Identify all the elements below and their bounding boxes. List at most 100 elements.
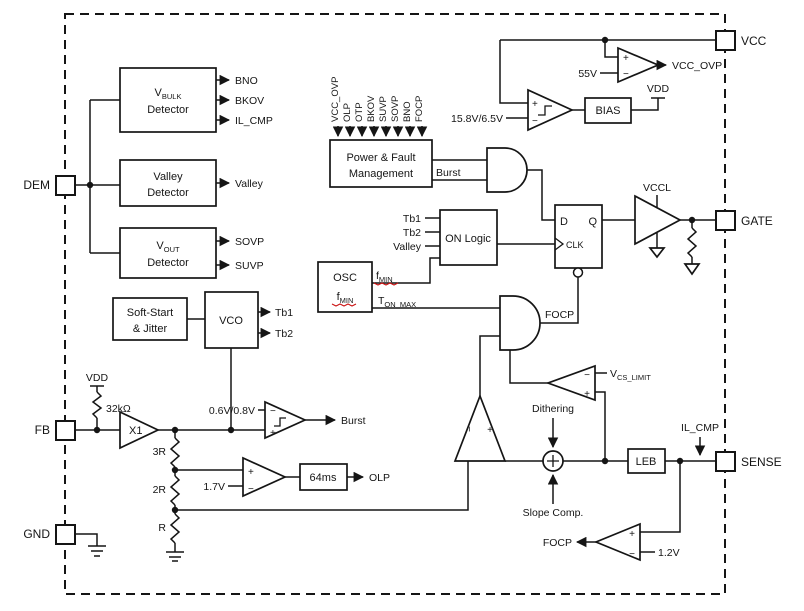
blocks-group bbox=[112, 67, 666, 491]
label-vdd-fb: VDD bbox=[86, 372, 109, 384]
label-dithering: Dithering bbox=[532, 403, 574, 415]
onlogic-label: ON Logic bbox=[445, 233, 491, 245]
resistor-2r bbox=[169, 475, 181, 506]
vco-block bbox=[204, 291, 259, 349]
signal-labels: BNO BKOV IL_CMP Valley SOVP SUVP Tb1 Tb2… bbox=[86, 60, 722, 559]
cs-limit-comparator bbox=[545, 364, 596, 402]
focp-minus: − bbox=[629, 549, 635, 560]
label-vcc-ovp-out: VCC_OVP bbox=[672, 60, 722, 72]
label-2r: 2R bbox=[153, 484, 167, 496]
summing-plus-icon bbox=[547, 455, 559, 467]
uvlo-minus: − bbox=[532, 116, 538, 127]
osc-title: OSC bbox=[333, 272, 357, 284]
label-valley: Valley bbox=[235, 178, 264, 190]
pfm-input-bkov: BKOV bbox=[366, 95, 377, 122]
pfm-input-olp: OLP bbox=[342, 103, 353, 122]
dff-q-label: Q bbox=[588, 216, 597, 228]
label-fmin-wire: fMIN bbox=[376, 270, 393, 284]
d-flipflop-block bbox=[554, 204, 603, 269]
vout-detector-block bbox=[119, 227, 217, 279]
dff-d-label: D bbox=[560, 216, 568, 228]
spellcheck-squiggle bbox=[331, 303, 357, 307]
label-vdd-bias: VDD bbox=[647, 83, 670, 95]
pfm-input-bno: BNO bbox=[402, 101, 413, 122]
junction-dots bbox=[86, 36, 696, 514]
x1-buffer bbox=[119, 410, 160, 450]
gnd-pin-ground bbox=[88, 545, 106, 557]
pwm-plus: + bbox=[487, 425, 493, 436]
label-32k: 32kΩ bbox=[106, 403, 131, 415]
olp-minus: − bbox=[248, 484, 254, 495]
polarity-marks: + − + − − + + − − + − + + − bbox=[248, 53, 635, 560]
64ms-block bbox=[299, 463, 348, 491]
burst-comparator bbox=[264, 400, 308, 440]
label-olp-out: OLP bbox=[369, 472, 390, 484]
pin-dem bbox=[55, 175, 76, 196]
pfm-input-sovp: SOVP bbox=[390, 96, 401, 122]
on-logic-block bbox=[439, 209, 498, 266]
block-labels: VBULK Detector Valley Detector VOUT Dete… bbox=[127, 87, 657, 484]
burst-plus: + bbox=[270, 428, 276, 439]
soft-start-block bbox=[112, 297, 188, 341]
label-il-cmp-sense: IL_CMP bbox=[681, 422, 719, 434]
label-1v7: 1.7V bbox=[203, 481, 225, 493]
vco-label: VCO bbox=[219, 315, 243, 327]
pin-gnd bbox=[55, 524, 76, 545]
bias-label: BIAS bbox=[595, 105, 620, 117]
pin-label-vcc: VCC bbox=[741, 34, 767, 48]
resistor-r bbox=[169, 513, 181, 544]
resistor-32k bbox=[91, 391, 103, 419]
label-suvp: SUVP bbox=[235, 260, 264, 272]
olp-plus: + bbox=[248, 467, 254, 478]
label-tb2: Tb2 bbox=[275, 328, 293, 340]
divider-ground bbox=[166, 551, 184, 562]
vcc-ovp-comparator bbox=[617, 46, 661, 84]
label-x1: X1 bbox=[129, 425, 142, 437]
ic-boundary bbox=[64, 13, 726, 595]
label-burst-pfm: Burst bbox=[436, 167, 461, 179]
pin-label-dem: DEM bbox=[23, 178, 50, 192]
label-sovp: SOVP bbox=[235, 236, 264, 248]
leb-block bbox=[627, 448, 666, 474]
label-r: R bbox=[158, 522, 166, 534]
pfm-line2: Management bbox=[349, 168, 413, 180]
focp-plus: + bbox=[629, 529, 635, 540]
resistor-group bbox=[91, 227, 698, 544]
pfm-input-otp: OTP bbox=[354, 102, 365, 122]
burst-minus: − bbox=[270, 406, 276, 417]
pin-gate bbox=[715, 210, 736, 231]
clk-wedge-icon bbox=[554, 237, 565, 251]
label-burst-out: Burst bbox=[341, 415, 366, 427]
label-ton-max: TON_MAX bbox=[378, 295, 416, 309]
label-slope-comp: Slope Comp. bbox=[523, 507, 584, 519]
label-onlogic-valley: Valley bbox=[393, 241, 422, 253]
hysteresis-icon-burst bbox=[274, 417, 286, 427]
64ms-label: 64ms bbox=[310, 472, 337, 484]
gate-driver-buffer bbox=[634, 194, 682, 246]
label-onlogic-tb1: Tb1 bbox=[403, 213, 421, 225]
valley-line1: Valley bbox=[153, 171, 183, 183]
resistor-3r bbox=[169, 437, 181, 468]
osc-fmin: fMIN bbox=[337, 291, 354, 305]
vout-word: Detector bbox=[147, 257, 189, 269]
pin-label-sense: SENSE bbox=[741, 455, 782, 469]
label-il-cmp: IL_CMP bbox=[235, 115, 273, 127]
ground-symbols bbox=[88, 247, 701, 562]
vcs-plus: + bbox=[584, 389, 590, 400]
driver-ground bbox=[648, 247, 666, 259]
pin-label-fb: FB bbox=[35, 423, 50, 437]
vcc-uvlo-comparator bbox=[527, 88, 575, 132]
label-bkov: BKOV bbox=[235, 95, 264, 107]
ovp-plus: + bbox=[623, 53, 629, 64]
vbulk-title: VBULK bbox=[155, 87, 182, 101]
osc-block bbox=[317, 261, 373, 313]
label-1v2: 1.2V bbox=[658, 547, 680, 559]
hysteresis-icon-uvlo bbox=[538, 105, 552, 116]
label-vcs-limit: VCS_LIMIT bbox=[610, 368, 651, 382]
spellcheck-squiggle bbox=[373, 282, 399, 286]
vout-title: VOUT bbox=[156, 240, 180, 254]
vcs-minus: − bbox=[584, 370, 590, 381]
uvlo-plus: + bbox=[532, 99, 538, 110]
leb-label: LEB bbox=[636, 456, 657, 468]
